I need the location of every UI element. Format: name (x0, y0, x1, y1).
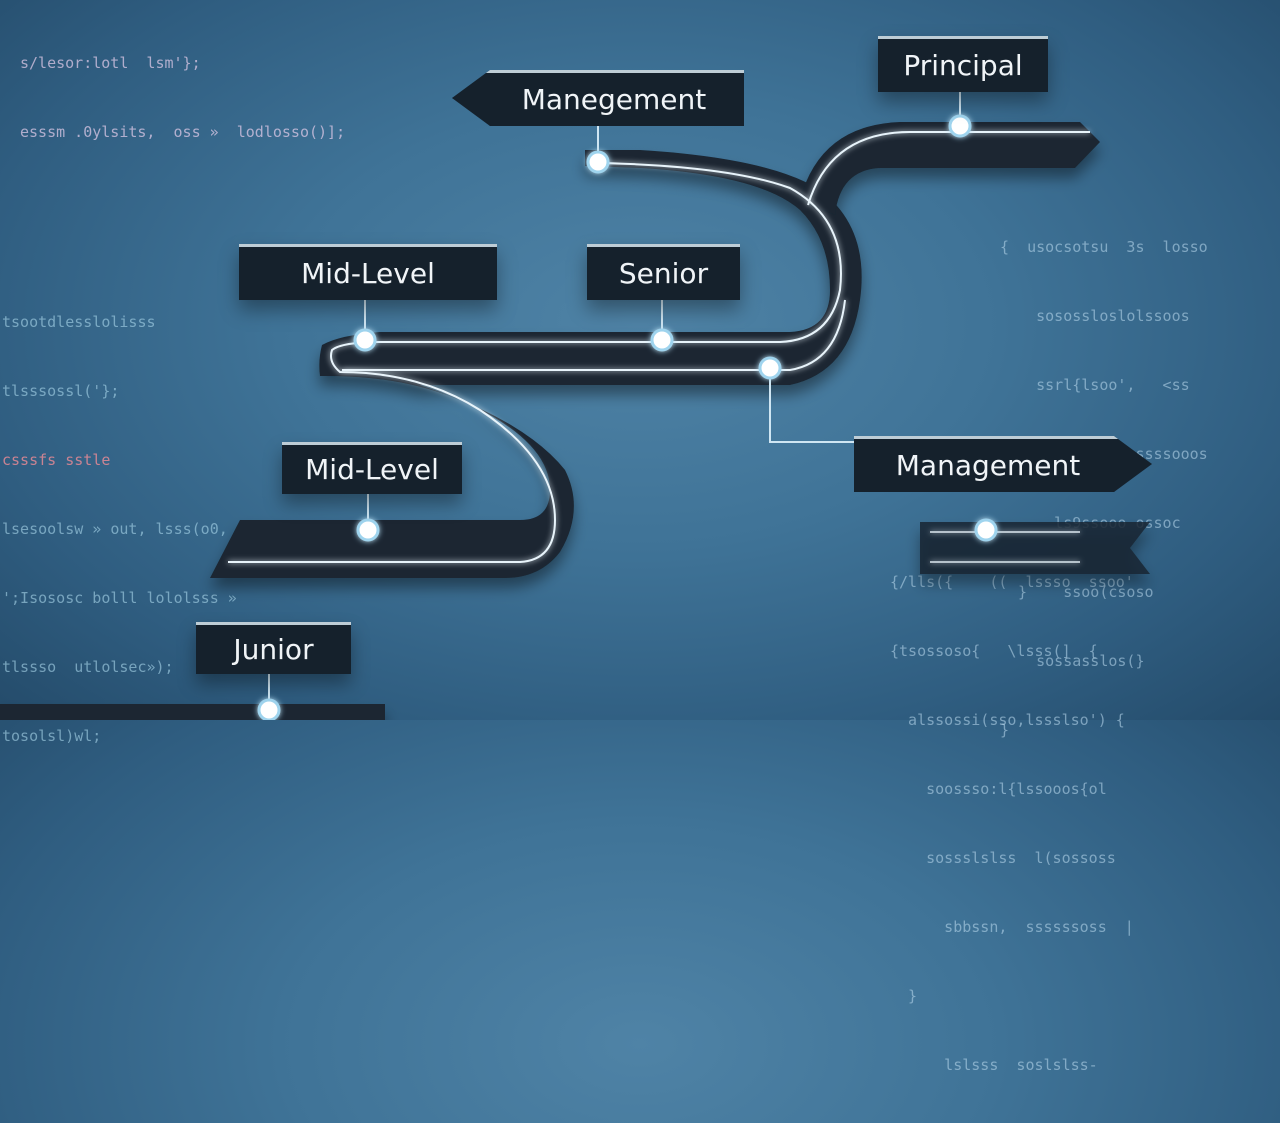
node-dot-principal (948, 114, 972, 138)
road-center-line-upper (342, 299, 846, 371)
road-management-right-segment (920, 522, 1150, 574)
code-line: csssfs sstle (2, 451, 120, 469)
label-mid-level-lower: Mid-Level (282, 442, 462, 494)
label-management-right: Management (854, 436, 1152, 492)
node-dot-midlevel-upper (353, 328, 377, 352)
road-principal-segment (800, 122, 1100, 215)
node-dot-management-top (586, 150, 610, 174)
code-line: sossasslos(} (1000, 652, 1145, 670)
road-center-line-principal (807, 131, 1090, 206)
label-mid-level-upper: Mid-Level (239, 244, 497, 300)
node-dot-management-right (974, 518, 998, 542)
code-line: sosossloslolssoos (1000, 307, 1190, 325)
node-dot-branch (758, 356, 782, 380)
code-line: sossslslss l(sossoss (890, 849, 1116, 867)
label-junior: Junior (196, 622, 351, 674)
code-line: ssrl{lsoo', <ss (1000, 376, 1190, 394)
code-line: ';Isososc bolll lololsss » (2, 589, 237, 607)
career-path-diagram: s/lesor:lotl lsm'}; esssm .0ylsits, oss … (0, 6, 1208, 1074)
road-midlevel-lower-segment (210, 150, 862, 578)
code-line: tsootdlesslolisss (2, 313, 156, 331)
code-snippet-top-left: s/lesor:lotl lsm'}; esssm .0ylsits, oss … (20, 6, 345, 190)
code-line: {/lls({ (( lssso ssoo' (890, 573, 1134, 591)
road-junior-segment (0, 704, 385, 720)
connector-management-right (769, 370, 855, 443)
road-center-line-main (228, 162, 842, 563)
career-road-graphic (0, 90, 1150, 720)
code-line: {tsossoso{ \lsss(] { (890, 642, 1098, 660)
label-senior: Senior (587, 244, 740, 300)
code-snippet-left: tsootdlesslolisss tlsssossl('}; csssfs s… (2, 265, 237, 794)
code-line: } ssoo(csoso (1000, 583, 1154, 601)
code-line: lslsss soslslss- (890, 1056, 1098, 1074)
code-line: tosolsl)wl; (2, 727, 102, 745)
road-center-line-management-right (930, 531, 1080, 563)
code-line: lsesoolsw » out, lsss(o0, (2, 520, 228, 538)
node-dot-senior (650, 328, 674, 352)
node-dot-junior (257, 698, 281, 720)
code-line: } (890, 987, 918, 1005)
code-line: { usocsotsu 3s losso (1000, 238, 1208, 256)
code-line: tlsssossl('}; (2, 382, 120, 400)
code-line: soossso:l{lssooos{ol (890, 780, 1107, 798)
node-dot-midlevel-lower (356, 518, 380, 542)
code-line: sbbssn, ssssssoss | (890, 918, 1134, 936)
label-management-top: Manegement (452, 70, 744, 126)
label-principal: Principal (878, 36, 1048, 92)
code-line: tlssso utlolsec»); (2, 658, 174, 676)
code-line: s/lesor:lotl lsm'}; (20, 54, 201, 72)
code-line: esssm .0ylsits, oss » lodlosso()]; (20, 123, 346, 141)
